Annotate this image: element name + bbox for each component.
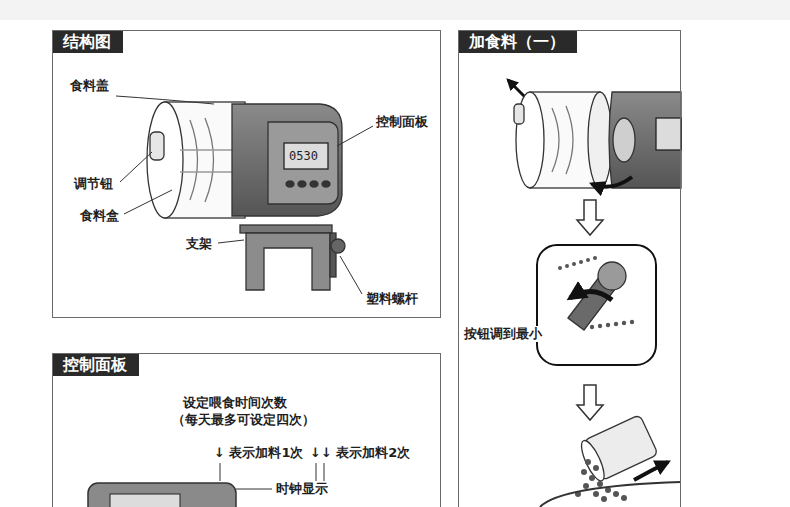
refill-panel: 加食料（一） [458, 30, 681, 507]
part-label: 0530 [289, 148, 318, 164]
part-label: 食料盖 [70, 78, 109, 94]
part-label: 塑料螺杆 [366, 291, 418, 307]
leader-lines [116, 96, 373, 489]
part-label: 调节钮 [74, 176, 113, 192]
part-label: 按钮调到最小 [462, 326, 544, 342]
control-panel-section: 控制面板 [52, 353, 441, 507]
feeder-illustration [147, 102, 345, 290]
refill-illustration [508, 80, 681, 507]
section-heading: 控制面板 [53, 354, 139, 376]
section-heading: 结构图 [53, 31, 123, 53]
part-label: （每天最多可设定四次） [172, 412, 315, 428]
part-label: ↓ 表示加料1次 [214, 445, 303, 461]
part-label: 支架 [186, 236, 212, 252]
top-strip [0, 0, 790, 20]
part-label: 时钟显示 [276, 481, 328, 497]
structure-panel: 结构图 [52, 30, 441, 318]
part-label: 设定喂食时间次数 [183, 395, 287, 411]
control-panel-housing [88, 483, 236, 507]
part-label: 控制面板 [376, 114, 428, 130]
section-heading: 加食料（一） [459, 31, 577, 53]
part-label: ↓↓ 表示加料2次 [310, 445, 410, 461]
part-label: 食料盒 [80, 208, 119, 224]
